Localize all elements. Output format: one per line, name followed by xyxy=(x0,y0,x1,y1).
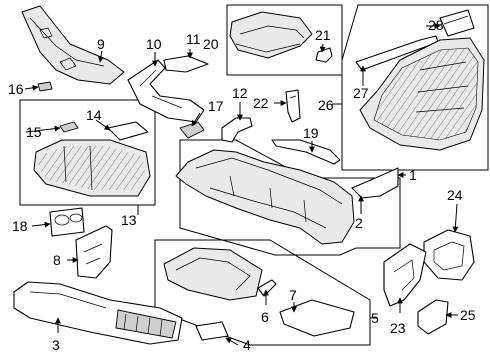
part-9-side-trim xyxy=(21,5,125,85)
callout-20: 20 xyxy=(203,36,219,52)
callout-26: 26 xyxy=(318,97,334,113)
part-1-console-body xyxy=(175,149,355,245)
part-6-strip xyxy=(257,279,277,297)
part-13-storage-bin xyxy=(33,139,151,197)
callout-27: 27 xyxy=(353,85,369,101)
callout-3: 3 xyxy=(52,337,60,353)
part-11-pad xyxy=(163,55,209,73)
callout-9: 9 xyxy=(97,36,105,52)
part-26-rear-duct xyxy=(359,37,485,151)
callout-17: 17 xyxy=(208,98,224,114)
leader-lines xyxy=(24,23,459,346)
part-10-panel xyxy=(127,59,205,123)
part-8-side-panel xyxy=(75,225,113,279)
part-22-bracket xyxy=(285,89,301,123)
callout-19: 19 xyxy=(303,125,319,141)
part-5-tray xyxy=(163,247,263,301)
part-16-clip xyxy=(37,81,53,92)
callout-14: 14 xyxy=(86,107,102,123)
part-3-lower-console xyxy=(13,281,183,345)
part-7-pad xyxy=(279,299,355,337)
part-4-small-cover xyxy=(195,321,229,341)
group-box-20 xyxy=(226,4,343,76)
part-25-bracket xyxy=(417,299,449,335)
part-18-cup-holder xyxy=(49,207,85,237)
part-21-latch xyxy=(315,47,333,63)
part-15-fastener xyxy=(59,121,79,133)
callout-18: 18 xyxy=(12,218,28,234)
part-28-bracket xyxy=(439,9,475,37)
callout-23: 23 xyxy=(390,320,406,336)
callout-16: 16 xyxy=(8,81,24,97)
part-14-pad xyxy=(107,121,149,141)
callout-6: 6 xyxy=(261,309,269,325)
callout-22: 22 xyxy=(253,95,269,111)
callout-1: 1 xyxy=(409,167,417,183)
part-12-clip-cover xyxy=(221,117,253,143)
callout-7: 7 xyxy=(289,287,297,303)
part-17-small-cover xyxy=(179,121,205,139)
part-23-bracket xyxy=(383,243,427,307)
callout-12: 12 xyxy=(232,85,248,101)
callout-25: 25 xyxy=(460,307,476,323)
group-box-13 xyxy=(19,99,156,206)
callout-28: 28 xyxy=(428,17,444,33)
part-20-lid xyxy=(229,11,313,59)
group-box-26 xyxy=(341,4,489,171)
part-24-bezel xyxy=(423,229,475,281)
callout-11: 11 xyxy=(186,31,201,47)
group-box-1 xyxy=(179,139,401,256)
callout-labels: 1 2 3 4 5 6 7 8 9 10 11 12 13 14 15 16 1… xyxy=(8,17,476,353)
part-19-trim-strip xyxy=(271,139,341,165)
callout-24: 24 xyxy=(447,187,463,203)
part-2-bracket xyxy=(351,167,399,199)
callout-15: 15 xyxy=(26,124,42,140)
callout-2: 2 xyxy=(355,215,363,231)
callout-10: 10 xyxy=(146,36,162,52)
callout-5: 5 xyxy=(371,310,379,326)
callout-8: 8 xyxy=(53,252,61,268)
callout-4: 4 xyxy=(243,337,251,353)
callout-21: 21 xyxy=(315,27,331,43)
callout-13: 13 xyxy=(121,212,137,228)
